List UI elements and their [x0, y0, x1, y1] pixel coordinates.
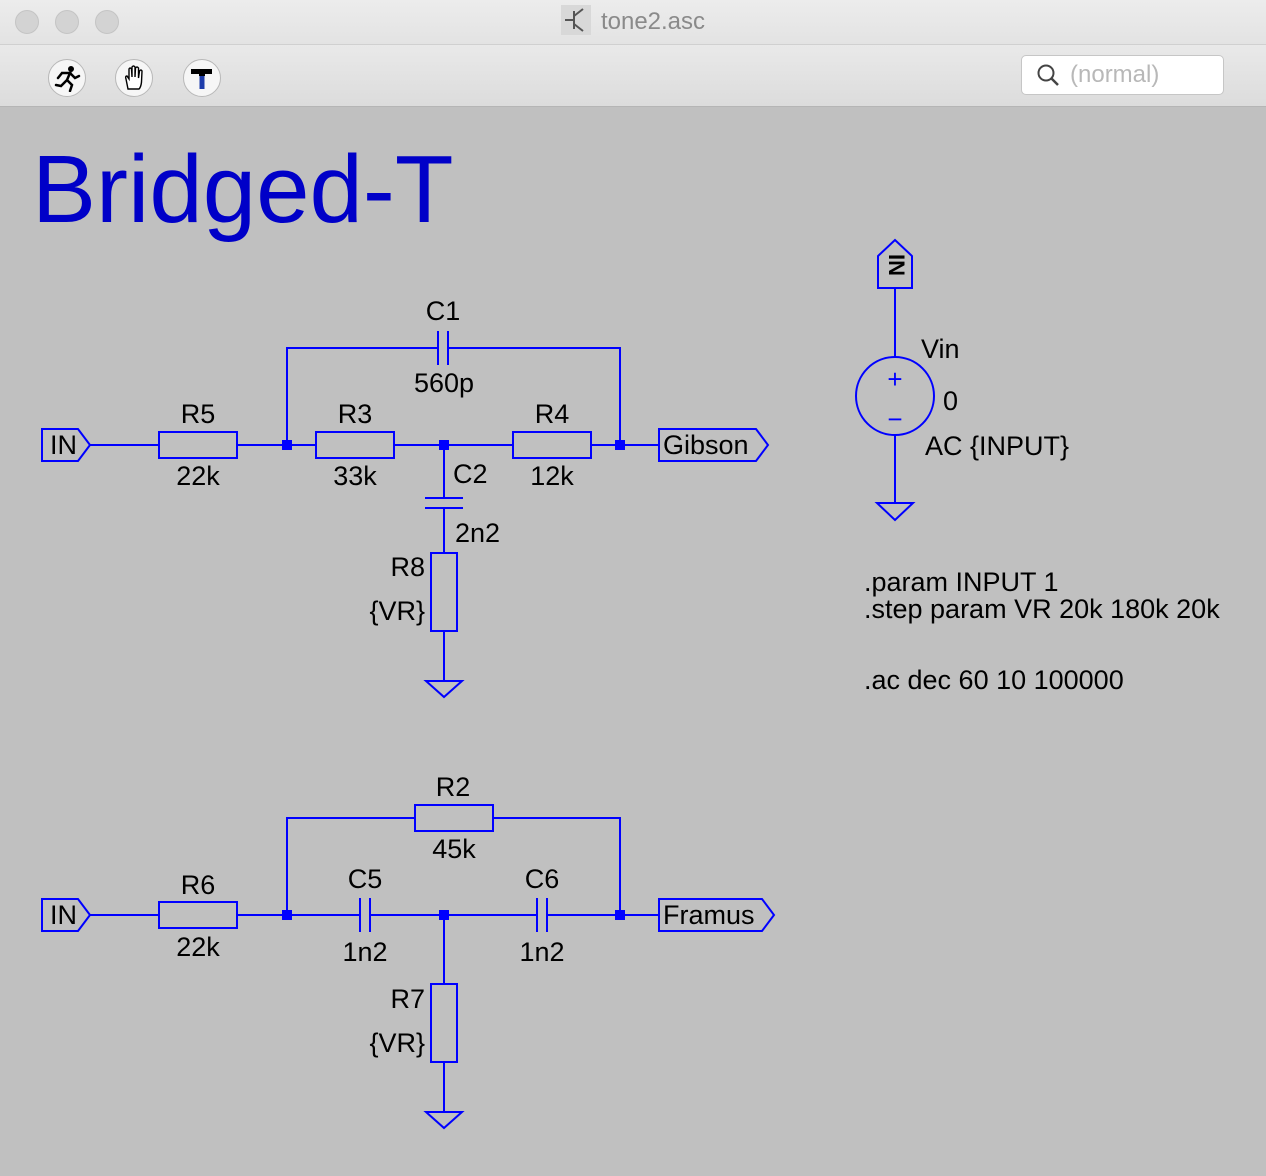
r2-value: 45k — [432, 834, 476, 864]
net-label-in-source[interactable] — [877, 238, 913, 289]
r4-resistor[interactable] — [512, 431, 592, 459]
net-label-framus[interactable] — [658, 898, 776, 932]
r8-value: {VR} — [369, 596, 425, 626]
c2-capacitor[interactable] — [425, 497, 463, 509]
r6-value: 22k — [176, 932, 220, 962]
ground-icon — [874, 502, 916, 522]
spice-directives: .param INPUT 1 .step param VR 20k 180k 2… — [864, 567, 1220, 695]
source-plus: + — [887, 364, 902, 394]
r3-name: R3 — [338, 399, 373, 429]
zoom-button[interactable] — [95, 10, 119, 34]
r7-resistor[interactable] — [430, 983, 458, 1063]
in-label-source: IN — [884, 254, 909, 276]
c6-value: 1n2 — [519, 937, 564, 967]
junction-dot — [282, 440, 292, 450]
top-junctions — [282, 440, 625, 450]
hammer-icon — [191, 69, 212, 89]
minimize-button[interactable] — [55, 10, 79, 34]
run-icon — [54, 66, 81, 92]
window-title: tone2.asc — [600, 8, 706, 35]
junction-dot — [282, 910, 292, 920]
r8-name: R8 — [390, 552, 425, 582]
schematic-drawing: Bridged-T — [32, 136, 1220, 1130]
toolbar: (normal) — [0, 45, 1266, 107]
source-labels: Vin 0 AC {INPUT} — [921, 334, 1069, 461]
source-minus: − — [887, 404, 902, 434]
bottom-components — [41, 804, 776, 1130]
schematic-canvas[interactable]: Bridged-T — [0, 107, 1266, 1176]
in-label-bottom: IN — [50, 900, 77, 930]
r7-value: {VR} — [369, 1028, 425, 1058]
net-label-gibson[interactable] — [658, 428, 770, 462]
title-area: tone2.asc — [0, 0, 1266, 44]
net-label-in-bottom[interactable] — [41, 898, 92, 932]
vin-dc-value: 0 — [943, 386, 958, 416]
top-labels: IN Gibson R5 22k R3 33k R4 12k C1 560p C… — [50, 296, 749, 626]
r3-value: 33k — [333, 461, 377, 491]
junction-dot — [439, 910, 449, 920]
source-wires — [855, 238, 935, 522]
hammer-button[interactable] — [183, 59, 221, 97]
junction-dot — [615, 440, 625, 450]
vin-name: Vin — [921, 334, 960, 364]
junction-dot — [615, 910, 625, 920]
schematic-heading: Bridged-T — [32, 136, 454, 243]
r3-resistor[interactable] — [315, 431, 395, 459]
r7-name: R7 — [390, 984, 425, 1014]
c1-capacitor[interactable] — [437, 331, 449, 365]
close-button[interactable] — [15, 10, 39, 34]
title-bar: tone2.asc — [0, 0, 1266, 45]
r6-name: R6 — [181, 870, 216, 900]
c1-name: C1 — [426, 296, 461, 326]
r4-value: 12k — [530, 461, 574, 491]
top-components — [41, 331, 770, 699]
ground-icon — [423, 680, 465, 699]
search-placeholder: (normal) — [1070, 61, 1160, 88]
c2-name: C2 — [453, 459, 488, 489]
r5-name: R5 — [181, 399, 216, 429]
r4-name: R4 — [535, 399, 570, 429]
pan-button[interactable] — [115, 59, 153, 97]
bottom-junctions — [282, 910, 625, 920]
transistor-icon — [560, 4, 591, 40]
c5-capacitor[interactable] — [359, 898, 371, 932]
ground-icon — [423, 1111, 465, 1130]
c1-value: 560p — [414, 368, 474, 398]
search-icon — [1037, 64, 1059, 86]
r2-name: R2 — [436, 772, 471, 802]
c2-value: 2n2 — [455, 518, 500, 548]
gibson-label: Gibson — [663, 430, 749, 460]
c6-name: C6 — [525, 864, 560, 894]
bottom-circuit-wires — [90, 817, 659, 1112]
step-directive[interactable]: .step param VR 20k 180k 20k — [864, 594, 1220, 624]
bottom-labels: IN Framus R6 22k R2 45k C5 1n2 C6 1n2 R7… — [50, 772, 755, 1058]
r2-resistor[interactable] — [414, 804, 494, 832]
junction-dot — [439, 440, 449, 450]
net-label-in-top[interactable] — [41, 428, 92, 462]
vin-ac-value: AC {INPUT} — [925, 431, 1069, 461]
in-label-top: IN — [50, 430, 77, 460]
c5-value: 1n2 — [342, 937, 387, 967]
param-directive[interactable]: .param INPUT 1 — [864, 567, 1059, 597]
c5-name: C5 — [348, 864, 383, 894]
ac-directive[interactable]: .ac dec 60 10 100000 — [864, 665, 1124, 695]
r8-resistor[interactable] — [430, 552, 458, 632]
search-box[interactable]: (normal) — [1021, 55, 1224, 95]
pan-hand-icon — [124, 65, 143, 90]
c6-capacitor[interactable] — [536, 898, 548, 932]
r6-resistor[interactable] — [158, 901, 238, 929]
framus-label: Framus — [663, 900, 755, 930]
top-circuit-wires — [90, 347, 659, 681]
run-button[interactable] — [48, 59, 86, 97]
r5-resistor[interactable] — [158, 431, 238, 459]
r5-value: 22k — [176, 461, 220, 491]
